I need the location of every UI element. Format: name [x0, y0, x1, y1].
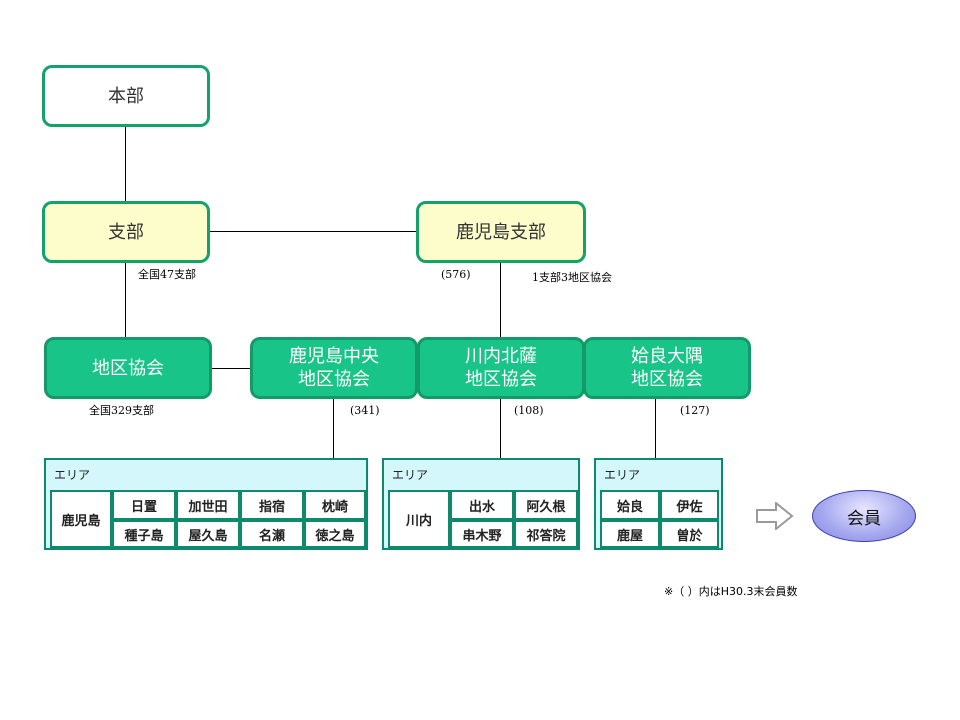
area-cell: 徳之島: [304, 520, 366, 548]
kagoshima-shibu-box: 鹿児島支部: [416, 201, 586, 263]
area-cell: 祁答院: [514, 520, 578, 548]
connector-kagoshima-sendai: [500, 262, 501, 338]
area-cell: 曽於: [660, 520, 719, 548]
area-cell: 鹿屋: [600, 520, 660, 548]
aira-area-header: エリア: [604, 467, 641, 482]
aira-kyokai-box: 姶良大隅 地区協会: [583, 337, 751, 399]
connector-shibu-chiku: [125, 262, 126, 338]
area-cell: 枕崎: [304, 490, 366, 520]
aira-members-note: (127): [680, 404, 710, 417]
kagoshima-shibu-label: 鹿児島支部: [456, 221, 546, 243]
connector-aira-table: [655, 398, 656, 458]
member-label: 会員: [847, 508, 881, 529]
area-cell: 鹿児島: [50, 490, 112, 548]
chiku-kyokai-box: 地区協会: [44, 337, 212, 399]
footnote: ※（ ）内はH30.3末会員数: [664, 585, 798, 598]
area-cell: 伊佐: [660, 490, 719, 520]
shibu-label: 支部: [108, 221, 144, 243]
area-cell: 串木野: [450, 520, 514, 548]
right-outline-arrow-icon: [756, 502, 794, 530]
area-cell: 加世田: [176, 490, 240, 520]
sendai-kyokai-box: 川内北薩 地区協会: [417, 337, 585, 399]
area-cell: 出水: [450, 490, 514, 520]
chuo-label-line1: 鹿児島中央: [289, 346, 379, 367]
chiku-count-note: 全国329支部: [89, 404, 154, 417]
chuo-members-note: (341): [350, 404, 380, 417]
aira-area-table: エリア 姶良 伊佐 鹿屋 曽於: [594, 458, 723, 550]
shibu-box: 支部: [42, 201, 210, 263]
shibu-count-note: 全国47支部: [138, 268, 196, 281]
connector-shibu-kagoshima: [208, 231, 418, 232]
area-cell: 阿久根: [514, 490, 578, 520]
sendai-label-line2: 地区協会: [465, 369, 537, 390]
honbu-label: 本部: [108, 85, 144, 107]
area-cell: 指宿: [240, 490, 304, 520]
sendai-members-note: (108): [514, 404, 544, 417]
area-cell: 名瀬: [240, 520, 304, 548]
area-cell: 屋久島: [176, 520, 240, 548]
chuo-area-header: エリア: [54, 467, 91, 482]
area-cell: 川内: [388, 490, 450, 548]
chuo-area-table: エリア 鹿児島 日置 加世田 指宿 枕崎 種子島 屋久島 名瀬 徳之島: [44, 458, 368, 550]
connector-chuo-table: [333, 398, 334, 458]
chuo-kyokai-box: 鹿児島中央 地区協会: [250, 337, 418, 399]
sendai-area-table: エリア 川内 出水 阿久根 串木野 祁答院: [382, 458, 580, 550]
chuo-label-line2: 地区協会: [298, 369, 370, 390]
sendai-label-line1: 川内北薩: [465, 346, 537, 367]
member-node: 会員: [812, 490, 916, 542]
connector-sendai-table: [500, 398, 501, 458]
honbu-box: 本部: [42, 65, 210, 127]
area-cell: 姶良: [600, 490, 660, 520]
sendai-area-header: エリア: [392, 467, 429, 482]
chiku-kyokai-label: 地区協会: [92, 357, 164, 379]
aira-label-line1: 姶良大隅: [631, 346, 703, 367]
area-cell: 日置: [112, 490, 176, 520]
kagoshima-structure-note: 1支部3地区協会: [532, 271, 612, 284]
area-cell: 種子島: [112, 520, 176, 548]
connector-honbu-shibu: [125, 126, 126, 202]
aira-label-line2: 地区協会: [631, 369, 703, 390]
kagoshima-members-note: (576): [441, 268, 471, 281]
connector-chiku-chuo: [212, 368, 252, 369]
